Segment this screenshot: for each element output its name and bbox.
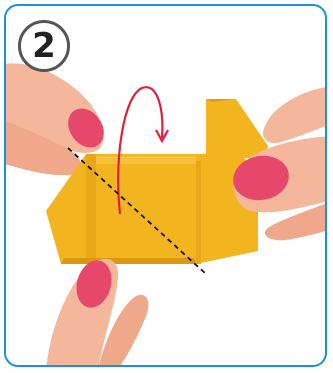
nail [76, 260, 112, 308]
upper-left-hand [6, 63, 104, 176]
origami-paper [46, 99, 268, 264]
nail [233, 155, 289, 201]
curved-arrow-icon [117, 86, 169, 215]
nail [68, 108, 104, 148]
dashed-valley-fold-line [67, 147, 207, 275]
lower-left-hand [46, 259, 149, 365]
upper-right-hand [263, 87, 325, 143]
step-number: 2 [32, 26, 56, 66]
instruction-panel: 2 [4, 4, 327, 367]
right-hand [233, 136, 325, 241]
step-badge: 2 [18, 20, 70, 72]
origami-illustration [6, 63, 325, 365]
